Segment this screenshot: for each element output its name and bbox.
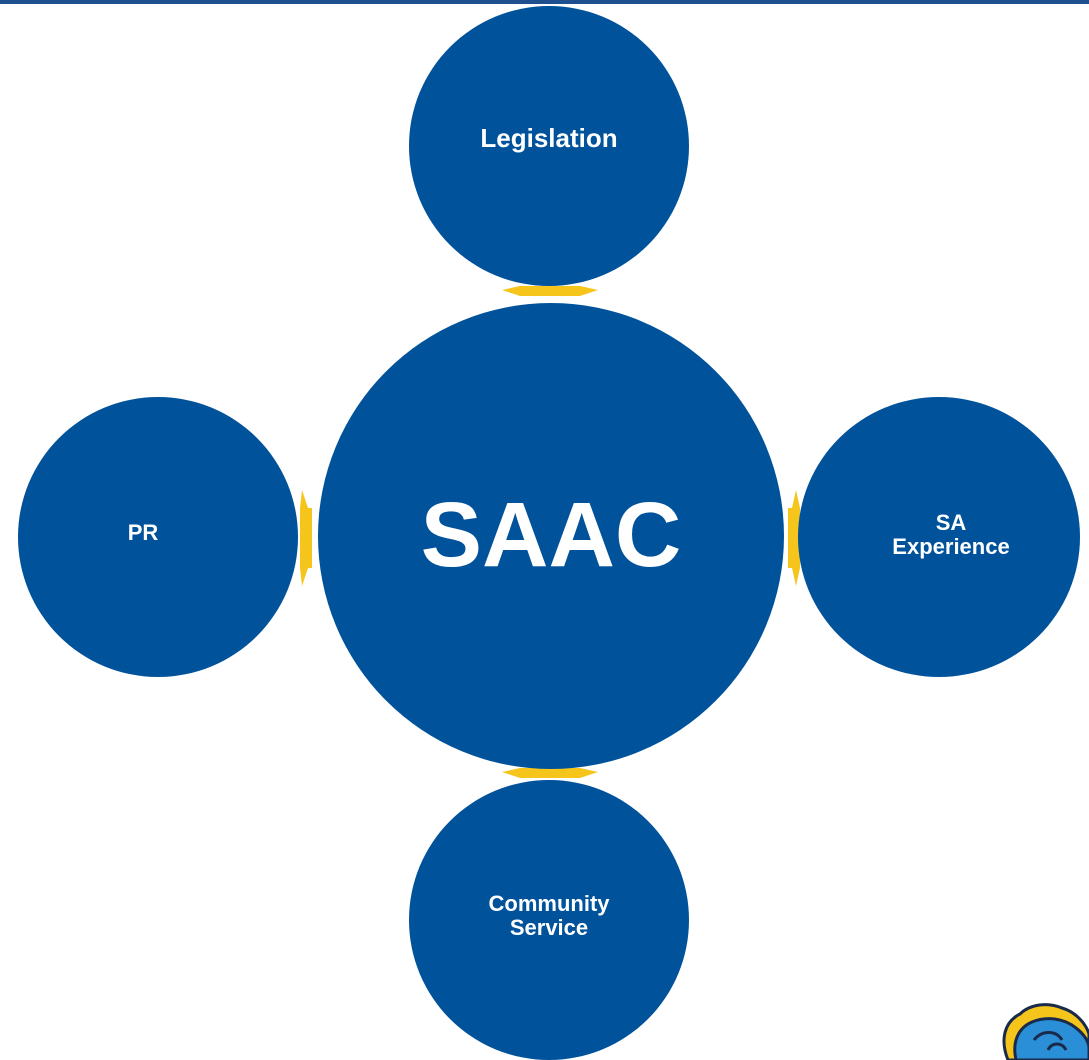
node-community-service: Community Service [409,780,689,1060]
connector-top [502,286,598,296]
connector-left [300,490,312,586]
node-pr-label: PR [127,519,159,545]
node-sa-experience-label: SA Experience [892,509,1010,559]
node-pr: PR [18,397,298,677]
node-saac-center: SAAC [318,303,784,769]
connector-right [788,490,800,586]
top-border-bar [0,0,1089,4]
node-saac-label: SAAC [420,484,682,587]
node-legislation: Legislation [409,6,689,286]
blue-hen-mascot-icon [1002,1003,1089,1060]
connector-bottom [502,768,598,778]
node-community-service-label: Community Service [488,890,610,940]
node-sa-experience: SA Experience [798,397,1080,677]
node-legislation-label: Legislation [480,122,618,153]
